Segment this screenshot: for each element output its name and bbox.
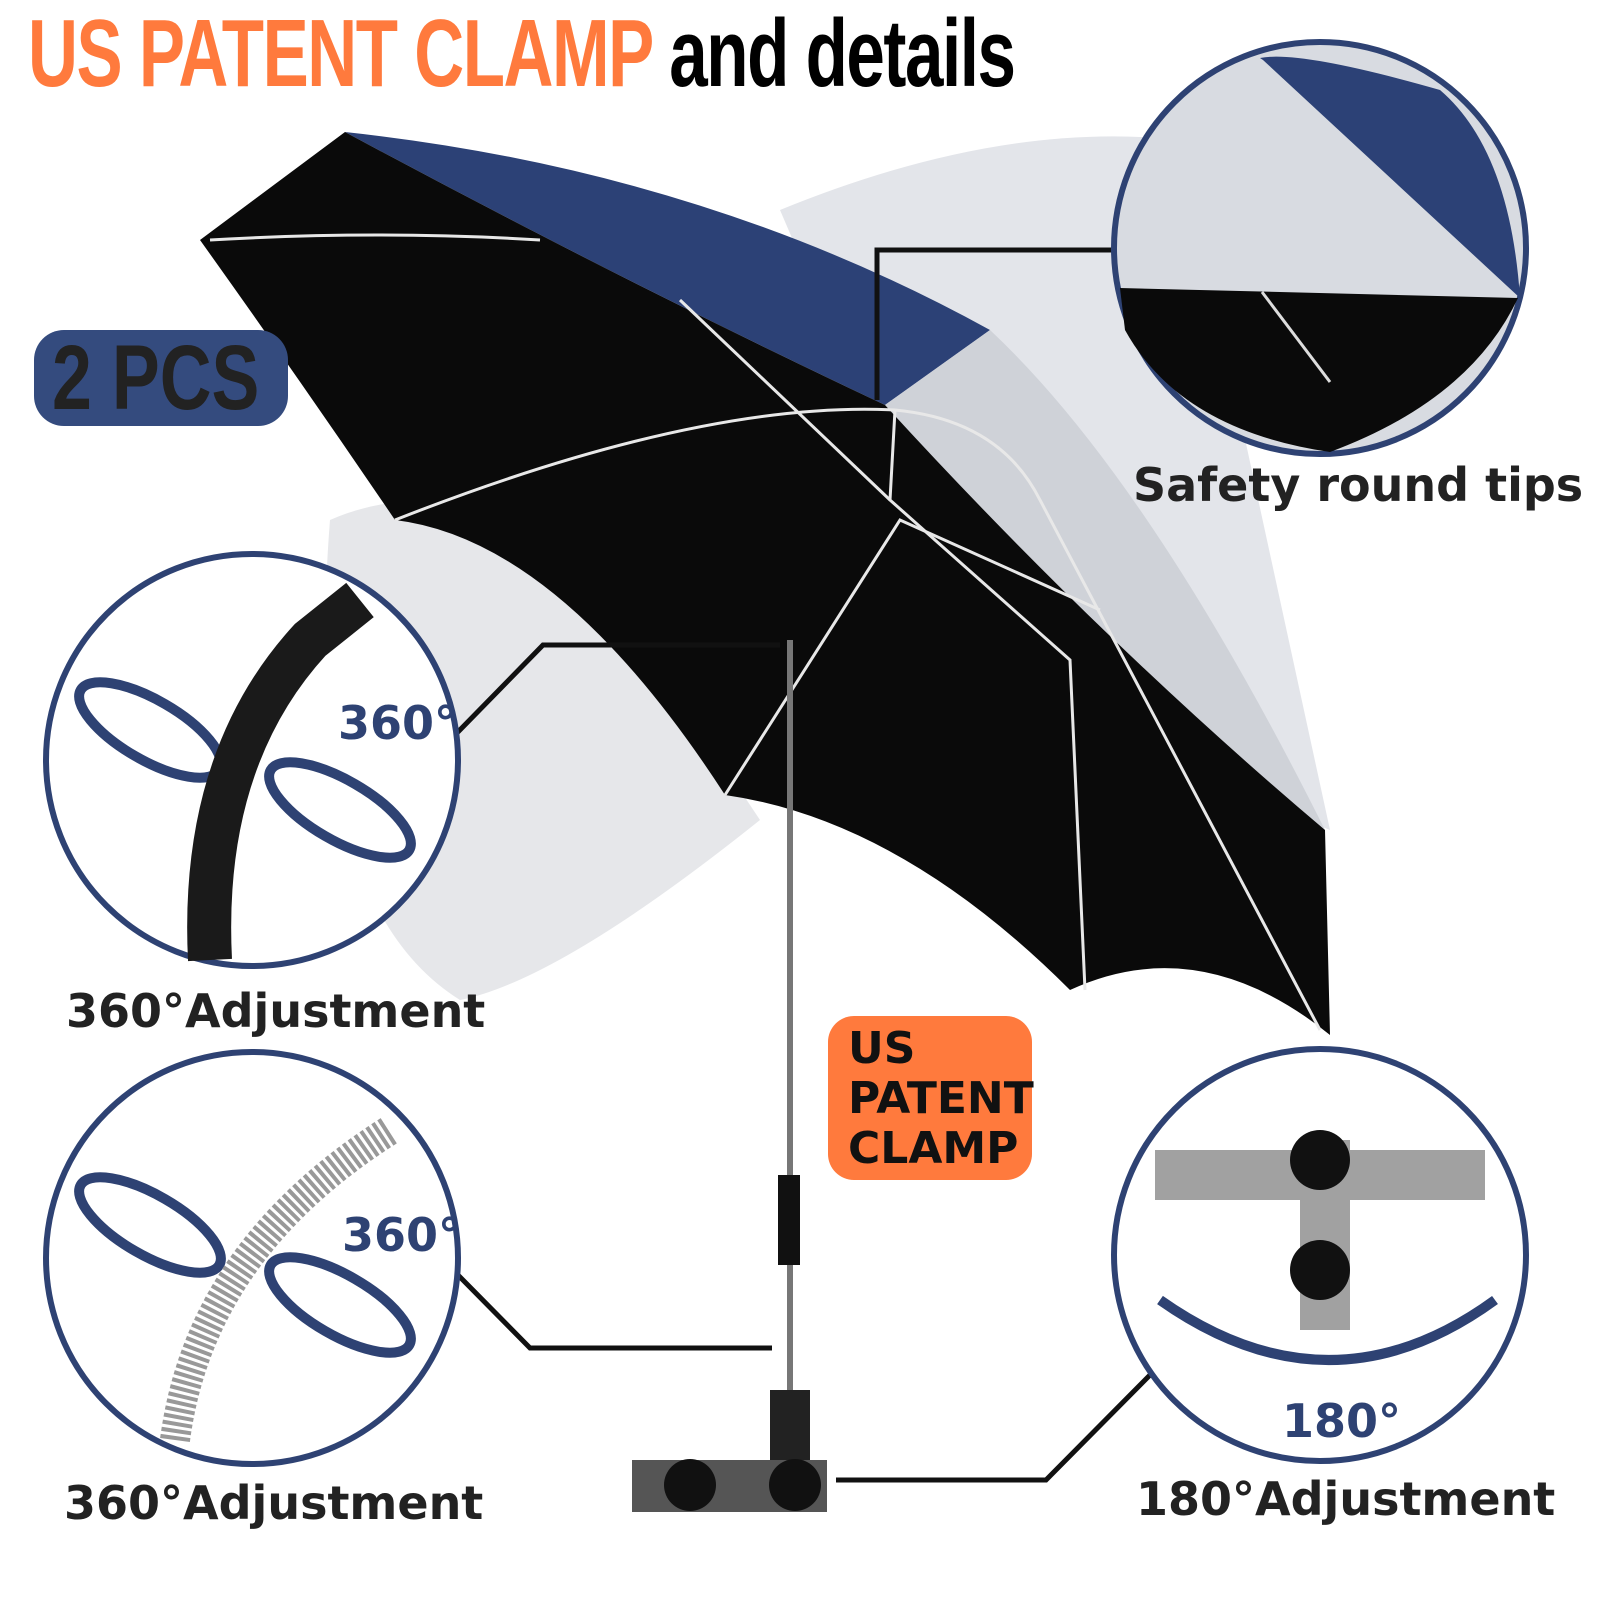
patent-box-line: US — [848, 1023, 916, 1074]
joint-degree: 360° — [338, 696, 458, 750]
title-rest: and details — [669, 0, 1016, 107]
tips-label: Safety round tips — [1133, 458, 1584, 512]
leader-lines — [453, 247, 1152, 1483]
joint-label: 360°Adjustment — [66, 984, 486, 1038]
spring-label: 360°Adjustment — [64, 1476, 484, 1530]
clamp-knob — [769, 1459, 821, 1511]
patent-box-line: CLAMP — [848, 1123, 1019, 1174]
clamp-degree: 180° — [1282, 1394, 1402, 1448]
umbrella-ribs — [209, 233, 1322, 1031]
patent-box-line: PATENT — [848, 1073, 1034, 1124]
shaft-grip — [778, 1175, 800, 1265]
spring-detail-circle — [43, 1049, 461, 1467]
patent-clamp-box: US PATENT CLAMP — [828, 1016, 1034, 1180]
quantity-badge-text: 2 PCS — [52, 327, 260, 429]
spring-degree: 360° — [342, 1208, 462, 1262]
clamp-knob — [1290, 1130, 1350, 1190]
umbrella-canopy-black — [200, 132, 1330, 1035]
tips-detail-black — [1120, 288, 1518, 452]
flexible-joint — [187, 582, 374, 962]
clamp-knob — [1290, 1240, 1350, 1300]
umbrella-canopy-silver — [885, 330, 1325, 830]
ghost-umbrella-lower — [325, 500, 760, 1000]
title-highlight: US PATENT CLAMP — [28, 0, 653, 107]
umbrella-canopy-navy — [345, 132, 990, 405]
tips-detail-rib — [1260, 291, 1332, 383]
spring-coil — [160, 1117, 399, 1442]
clamp-knob — [664, 1459, 716, 1511]
quantity-badge: 2 PCS — [34, 330, 288, 426]
clamp-label: 180°Adjustment — [1136, 1472, 1556, 1526]
tips-detail-navy — [1260, 56, 1520, 298]
page-title: US PATENT CLAMP and details — [28, 4, 1016, 104]
